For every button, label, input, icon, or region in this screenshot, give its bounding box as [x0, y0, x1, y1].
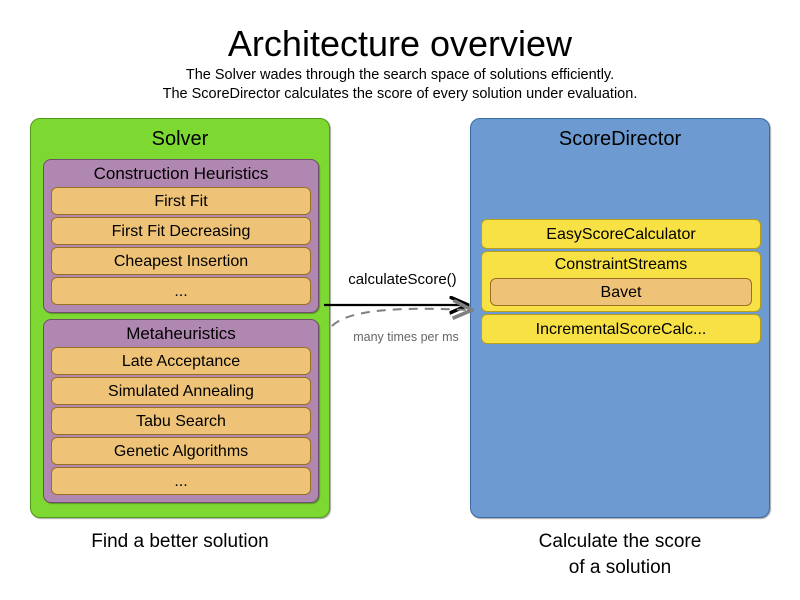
arrow-label-many-times-per-ms: many times per ms [353, 330, 459, 344]
group-title: ConstraintStreams [554, 256, 688, 273]
group-metaheuristics: Metaheuristics Late Acceptance Simulated… [43, 319, 319, 503]
caption-solver: Find a better solution [91, 531, 269, 552]
score-calculator-stack: EasyScoreCalculator ConstraintStreams Ba… [481, 219, 761, 346]
group-constraint-streams: ConstraintStreams Bavet [481, 251, 761, 312]
list-item[interactable]: Simulated Annealing [51, 377, 311, 405]
diagram-header: Architecture overview The Solver wades t… [0, 22, 800, 104]
list-item[interactable]: Late Acceptance [51, 347, 311, 375]
list-item[interactable]: Cheapest Insertion [51, 247, 311, 275]
list-item[interactable]: First Fit [51, 187, 311, 215]
arrow-label-calculate-score: calculateScore() [348, 271, 457, 288]
list-item-easy-score-calculator[interactable]: EasyScoreCalculator [481, 219, 761, 249]
list-item[interactable]: Genetic Algorithms [51, 437, 311, 465]
solver-panel: Solver Construction Heuristics First Fit… [30, 118, 330, 518]
group-items: Late Acceptance Simulated Annealing Tabu… [44, 347, 318, 502]
scoredirector-panel: ScoreDirector EasyScoreCalculator Constr… [470, 118, 770, 518]
caption-line: Calculate the score [538, 531, 702, 552]
list-item[interactable]: ... [51, 277, 311, 305]
group-items: First Fit First Fit Decreasing Cheapest … [44, 187, 318, 312]
caption-scoredirector: Calculate the score of a solution [470, 529, 770, 581]
group-items: Bavet [490, 278, 752, 306]
group-construction-heuristics: Construction Heuristics First Fit First … [43, 159, 319, 313]
solver-panel-title: Solver [151, 128, 209, 150]
list-item-bavet[interactable]: Bavet [490, 278, 752, 306]
list-item[interactable]: First Fit Decreasing [51, 217, 311, 245]
scoredirector-panel-title: ScoreDirector [558, 128, 682, 150]
arrow-many-times-per-ms [331, 309, 470, 327]
subtitle-line-1: The Solver wades through the search spac… [185, 67, 615, 83]
subtitle-line-2: The ScoreDirector calculates the score o… [162, 86, 638, 102]
group-title: Construction Heuristics [93, 164, 269, 183]
list-item[interactable]: Tabu Search [51, 407, 311, 435]
group-title: Metaheuristics [126, 324, 236, 343]
page-title: Architecture overview [227, 23, 573, 64]
caption-line: of a solution [568, 557, 672, 578]
arrow-group [324, 260, 485, 327]
list-item-incremental-score-calculator[interactable]: IncrementalScoreCalc... [481, 314, 761, 344]
list-item[interactable]: ... [51, 467, 311, 495]
